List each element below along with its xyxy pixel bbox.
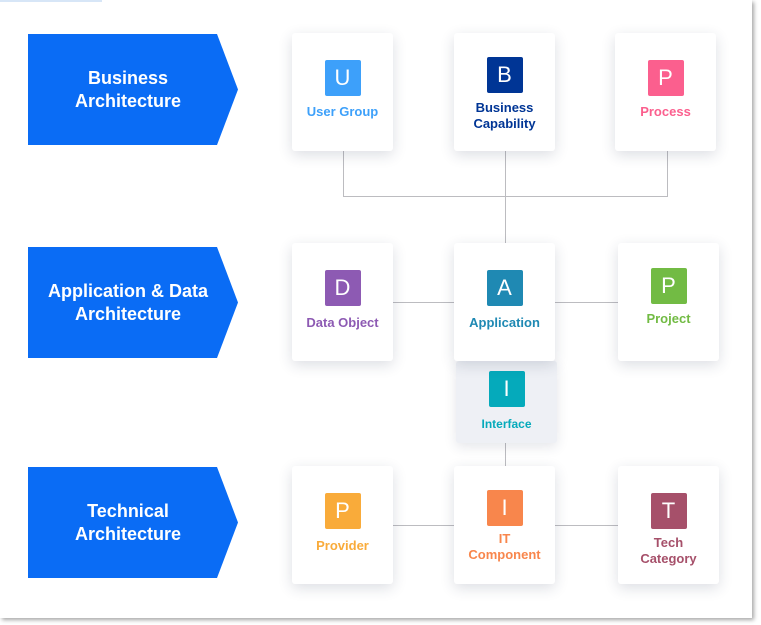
user-group-icon: U: [324, 60, 361, 96]
layer-business-architecture: Business Architecture: [28, 34, 238, 145]
node-tech-category[interactable]: T Tech Category: [618, 466, 719, 584]
process-icon: P: [647, 60, 684, 96]
node-application[interactable]: A Application: [454, 243, 555, 361]
node-user-group[interactable]: U User Group: [292, 33, 393, 151]
node-label: Project: [646, 311, 691, 326]
layer-technical-architecture: Technical Architecture: [28, 467, 238, 578]
layer-label: Business Architecture: [74, 67, 182, 111]
layer-label: Application & Data Architecture: [47, 280, 208, 324]
connector: [343, 151, 344, 197]
top-accent-line: [0, 0, 102, 2]
data-object-icon: D: [324, 270, 361, 306]
node-label: IT Component: [468, 531, 541, 562]
provider-icon: P: [324, 493, 361, 529]
node-label: Interface: [481, 417, 532, 431]
layer-application-data-architecture: Application & Data Architecture: [28, 247, 238, 358]
node-label: Tech Category: [640, 535, 697, 566]
node-label: Provider: [316, 538, 369, 553]
project-icon: P: [650, 268, 687, 304]
node-label: Application: [469, 315, 540, 330]
node-label: Data Object: [306, 315, 379, 330]
node-data-object[interactable]: D Data Object: [292, 243, 393, 361]
connector: [505, 443, 506, 466]
node-label: Process: [640, 104, 691, 119]
it-component-icon: I: [486, 490, 523, 526]
connector: [505, 151, 506, 243]
interface-icon: I: [488, 371, 525, 407]
node-interface[interactable]: I Interface: [456, 361, 557, 443]
node-project[interactable]: P Project: [618, 243, 719, 361]
node-label: Business Capability: [473, 100, 536, 131]
node-label: User Group: [306, 104, 379, 119]
layer-label: Technical Architecture: [74, 500, 182, 544]
business-capability-icon: B: [486, 57, 523, 93]
connector: [667, 151, 668, 197]
node-business-capability[interactable]: B Business Capability: [454, 33, 555, 151]
node-process[interactable]: P Process: [615, 33, 716, 151]
tech-category-icon: T: [650, 493, 687, 529]
node-it-component[interactable]: I IT Component: [454, 466, 555, 584]
application-icon: A: [486, 270, 523, 306]
node-provider[interactable]: P Provider: [292, 466, 393, 584]
